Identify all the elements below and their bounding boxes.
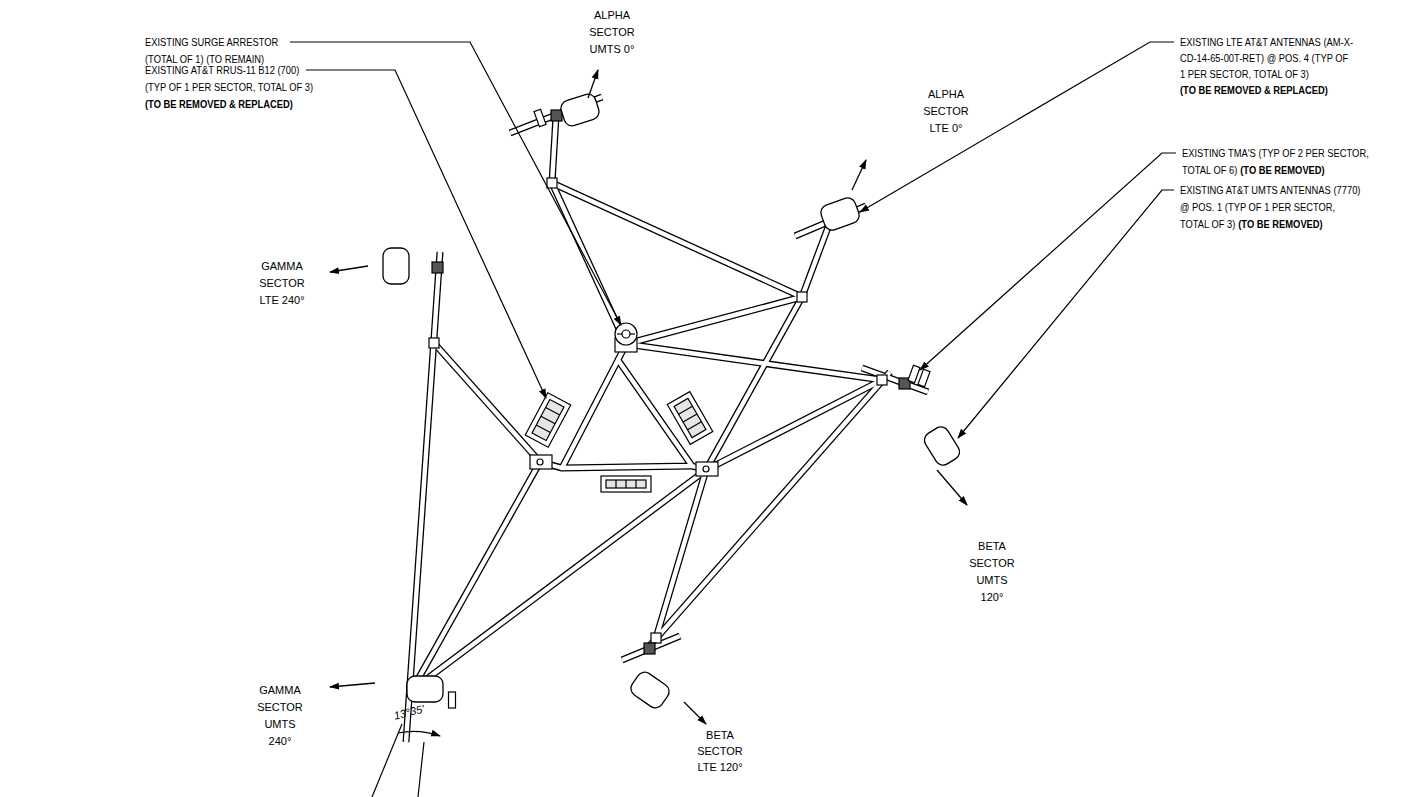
declination-arc — [398, 731, 440, 736]
label-text: ALPHA SECTOR UMTS 0° — [589, 9, 635, 55]
corner-plate — [696, 462, 718, 476]
action-note: (TO BE REMOVED & REPLACED) — [1180, 82, 1354, 98]
azimuth-arrow — [852, 160, 866, 190]
rrus-fin — [536, 425, 550, 433]
sector-label: ALPHA SECTOR UMTS 0° — [589, 7, 635, 58]
callout-note: EXISTING TMA'S (TYP OF 2 PER SECTOR, TOT… — [1182, 145, 1373, 179]
tma-units — [449, 109, 931, 708]
rrus-fins — [606, 480, 646, 488]
action-note: (TO BE REMOVED & REPLACED) — [145, 96, 319, 113]
antenna-panel — [407, 676, 443, 702]
callout-note: EXISTING AT&T UMTS ANTENNAS (7770) @ POS… — [1180, 182, 1365, 233]
rrus-unit — [667, 392, 713, 445]
sector-label: BETA SECTOR LTE 120° — [697, 727, 743, 775]
sector-label: BETA SECTOR UMTS 120° — [969, 538, 1015, 606]
antenna-panel — [819, 196, 862, 233]
declination-label: 13°35' — [392, 701, 426, 725]
leader-line — [306, 70, 546, 398]
antenna-bracket — [644, 643, 655, 654]
rrus-fin — [683, 414, 697, 422]
leader-line — [860, 42, 1174, 212]
clamp — [797, 292, 807, 302]
rrus-unit — [525, 393, 570, 448]
antenna-panel — [383, 248, 409, 284]
azimuth-arrow — [937, 470, 967, 505]
azimuth-arrow — [330, 266, 368, 272]
clamp — [877, 375, 887, 385]
antenna-panel — [921, 424, 962, 468]
leader-line — [920, 153, 1176, 370]
action-note: (TO BE REMOVED) — [1238, 218, 1323, 230]
rrus-body — [525, 393, 570, 448]
callout-note: EXISTING LTE AT&T ANTENNAS (AM-X-CD-14-6… — [1180, 34, 1354, 98]
leader-line — [290, 42, 621, 325]
tma — [908, 365, 920, 382]
magnetic-north-line — [372, 724, 402, 797]
sector-label: GAMMA SECTOR LTE 240° — [259, 258, 305, 309]
leader-lines — [290, 42, 1176, 438]
label-text: EXISTING AT&T RRUS-11 B12 (700) (TYP OF … — [145, 62, 319, 96]
label-text: EXISTING SURGE ARRESTOR (TOTAL OF 1) (TO… — [145, 36, 278, 65]
antenna-panel — [559, 92, 601, 128]
label-text: GAMMA SECTOR UMTS 240° — [257, 684, 303, 747]
sector-label: GAMMA SECTOR UMTS 240° — [257, 682, 303, 750]
antenna-panel — [628, 669, 672, 711]
rrus-fin — [635, 480, 636, 488]
rrus-units — [525, 392, 713, 492]
rrus-fin — [679, 406, 693, 414]
pipe-fill — [406, 97, 928, 742]
true-north-line — [418, 742, 424, 797]
pipe-outline — [406, 97, 928, 742]
callout-note: EXISTING SURGE ARRESTOR (TOTAL OF 1) (TO… — [145, 34, 285, 68]
azimuth-arrow — [684, 702, 706, 724]
callout-note: EXISTING AT&T RRUS-11 B12 (700) (TYP OF … — [145, 62, 319, 113]
label-text: 13°35' — [392, 702, 425, 721]
rrus-body — [601, 476, 651, 492]
clamp — [651, 633, 661, 643]
rrus-fin — [688, 422, 702, 430]
label-text: BETA SECTOR LTE 120° — [697, 729, 743, 773]
label-text: BETA SECTOR UMTS 120° — [969, 540, 1015, 603]
azimuth-arrow — [330, 683, 375, 687]
rrus-unit — [601, 476, 651, 492]
rrus-fin — [615, 480, 616, 488]
rrus-fin — [625, 480, 626, 488]
clamp — [547, 178, 557, 188]
tma — [534, 109, 546, 126]
label-text: EXISTING LTE AT&T ANTENNAS (AM-X-CD-14-6… — [1180, 34, 1354, 82]
bolt — [703, 466, 709, 472]
tma — [449, 692, 456, 708]
leader-line — [958, 190, 1174, 438]
corner-plates — [530, 338, 718, 476]
label-text: GAMMA SECTOR LTE 240° — [259, 260, 305, 306]
antenna-bracket — [551, 110, 562, 121]
label-text: ALPHA SECTOR LTE 0° — [923, 88, 969, 134]
surge-arrestor — [615, 323, 637, 345]
azimuth-arrow — [588, 70, 598, 98]
antennas — [383, 92, 963, 711]
bolt — [537, 459, 543, 465]
antenna-bracket — [432, 262, 443, 273]
rrus-fin — [546, 407, 560, 415]
surge-arrestor-body — [615, 323, 637, 345]
sector-label: ALPHA SECTOR LTE 0° — [923, 86, 969, 137]
corner-plate — [530, 455, 552, 469]
azimuth-arrows — [330, 70, 967, 724]
rrus-body — [667, 392, 713, 445]
rrus-fin — [541, 416, 555, 424]
north-arrow — [372, 724, 440, 797]
rrus-fins — [532, 399, 564, 440]
clamps — [407, 110, 910, 695]
surge-arrestor-detail — [622, 330, 630, 338]
tma — [918, 369, 930, 386]
rrus-fins — [674, 398, 706, 437]
action-note: (TO BE REMOVED) — [1240, 164, 1325, 176]
clamp — [429, 338, 439, 348]
